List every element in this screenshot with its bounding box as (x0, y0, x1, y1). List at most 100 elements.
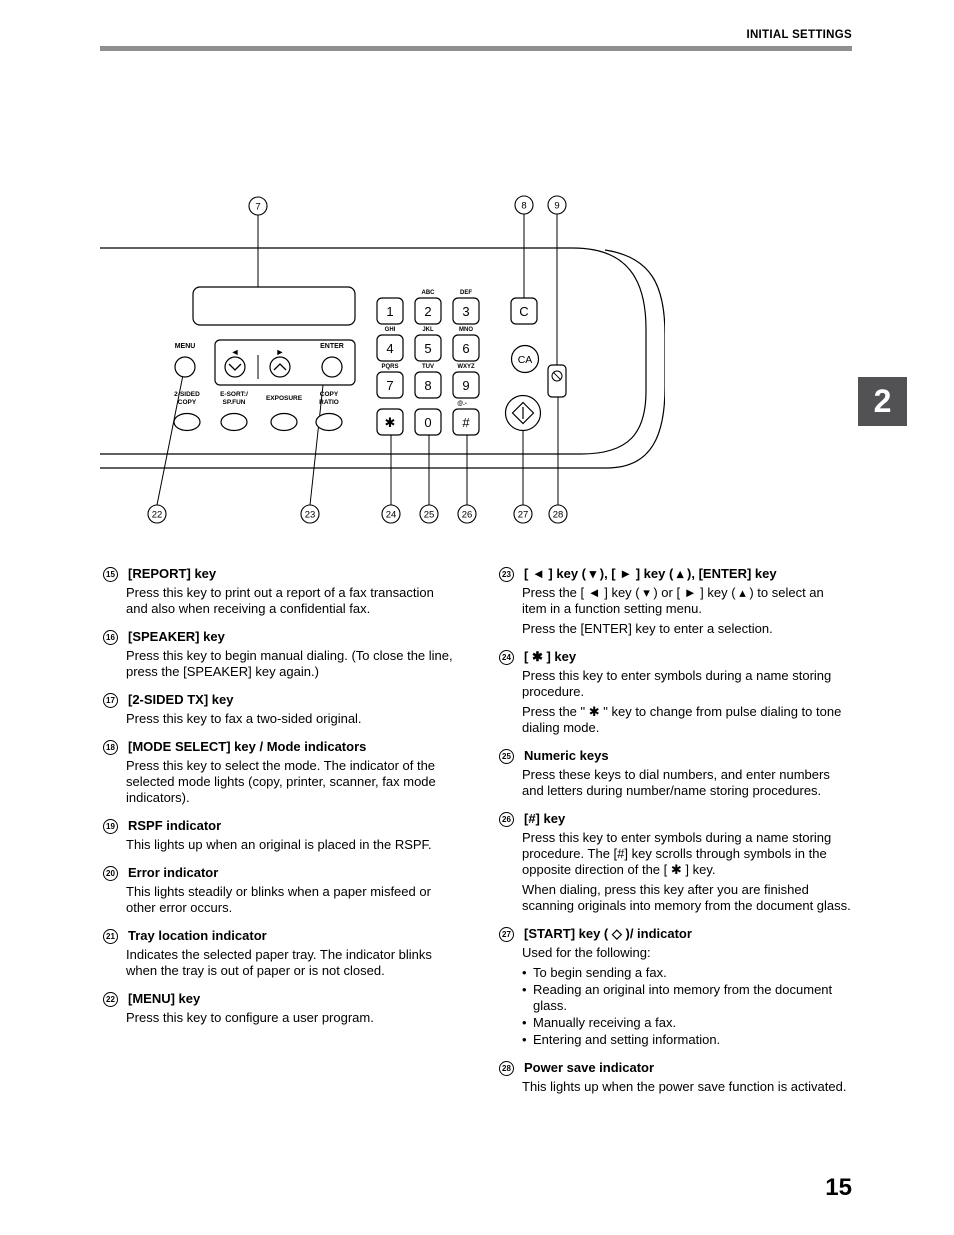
callout-leader-lines (156, 214, 559, 506)
item-mode-select-key: 18 [MODE SELECT] key / Mode indicators P… (103, 739, 455, 806)
item-title: Numeric keys (524, 748, 609, 763)
item-start-key: 27 [START] key ( ◇ )/ indicator Used for… (499, 926, 851, 1048)
item-tray-location-indicator: 21 Tray location indicator Indicates the… (103, 928, 455, 979)
item-scroll-enter-keys: 23 [ ◄ ] key ( ▾ ), [ ► ] key ( ▴ ), [EN… (499, 566, 851, 637)
mode-key-label: E-SORT:/ (220, 391, 248, 398)
callout-23-label: 23 (305, 510, 316, 521)
keypad-letters: GHI (385, 327, 396, 333)
item-body: Press the [ ◄ ] key ( ▾ ) or [ ► ] key (… (522, 585, 824, 616)
item-number-badge: 27 (499, 927, 514, 942)
item-heading: 15 [REPORT] key (103, 566, 455, 582)
callout-9 (547, 195, 567, 215)
panel-outline-outer (100, 249, 665, 469)
item-body: Press this key to begin manual dialing. … (126, 648, 453, 679)
keypad-letters: ABC (422, 290, 436, 296)
item-heading: 27 [START] key ( ◇ )/ indicator (499, 926, 851, 942)
key-9 (452, 371, 480, 399)
item-power-save-indicator: 28 Power save indicator This lights up w… (499, 1060, 851, 1095)
keypad-letters: TUV (422, 364, 434, 370)
mode-key-label: EXPOSURE (266, 395, 303, 402)
callout-7 (248, 196, 268, 216)
key-8-label: 8 (424, 378, 431, 393)
item-body: Press this key to select the mode. The i… (126, 758, 436, 805)
item-body: When dialing, press this key after you a… (522, 882, 851, 913)
callout-22 (147, 504, 167, 524)
chapter-tab: 2 (858, 377, 907, 426)
callout-25 (419, 504, 439, 524)
key-hash (452, 408, 480, 436)
key-3-label: 3 (462, 304, 469, 319)
display (192, 286, 356, 326)
item-title: [START] key ( ◇ )/ indicator (524, 926, 692, 941)
clear-all-key (510, 344, 540, 374)
item-body: Press this key to enter symbols during a… (522, 830, 832, 877)
item-heading: 25 Numeric keys (499, 748, 851, 764)
keypad-letters: MNO (459, 327, 473, 333)
callout-28-label: 28 (553, 510, 564, 521)
item-number-badge: 19 (103, 819, 118, 834)
key-0-label: 0 (424, 415, 431, 430)
key-2-label: 2 (424, 304, 431, 319)
callout-8 (514, 195, 534, 215)
e-sort-sp-fun-key (220, 412, 248, 432)
list-item: Manually receiving a fax. (522, 1015, 851, 1031)
keypad-symbols-label: @.- (457, 401, 467, 407)
callout-23 (300, 504, 320, 524)
item-number-badge: 16 (103, 630, 118, 645)
key-5 (414, 334, 442, 362)
item-body: Press these keys to dial numbers, and en… (522, 767, 830, 798)
copy-ratio-key (315, 412, 343, 432)
keypad-letters: WXYZ (457, 364, 475, 370)
item-heading: 19 RSPF indicator (103, 818, 455, 834)
item-number-badge: 15 (103, 567, 118, 582)
mode-key-label: SP.FUN (223, 399, 246, 406)
chevron-down-icon (228, 363, 242, 371)
item-speaker-key: 16 [SPEAKER] key Press this key to begin… (103, 629, 455, 680)
item-number-badge: 21 (103, 929, 118, 944)
keypad-letters: DEF (460, 290, 472, 296)
callout-27-label: 27 (518, 510, 529, 521)
keypad-letters: JKL (422, 327, 434, 333)
mode-key-label: COPY (320, 391, 339, 398)
callout-24 (381, 504, 401, 524)
mode-key-label: 2-SIDED (174, 391, 200, 398)
item-numeric-keys: 25 Numeric keys Press these keys to dial… (499, 748, 851, 799)
item-heading: 21 Tray location indicator (103, 928, 455, 944)
header-rule (100, 46, 852, 51)
item-body: Used for the following: (522, 945, 651, 960)
item-number-badge: 24 (499, 650, 514, 665)
exposure-key (270, 412, 298, 432)
item-body: Press this key to enter symbols during a… (522, 668, 832, 699)
item-body: This lights up when the power save funct… (522, 1079, 847, 1094)
key-0 (414, 408, 442, 436)
item-title: Power save indicator (524, 1060, 655, 1075)
item-hash-key: 26 [#] key Press this key to enter symbo… (499, 811, 851, 914)
enter-label: ENTER (320, 343, 344, 350)
right-arrow-icon: ► (276, 347, 285, 357)
item-heading: 24 [ ✱ ] key (499, 649, 851, 665)
callout-8-label: 8 (521, 201, 526, 212)
panel-outline-inner (100, 247, 647, 455)
menu-key (174, 356, 196, 378)
item-title: [SPEAKER] key (128, 629, 225, 644)
key-5-label: 5 (424, 341, 431, 356)
key-7 (376, 371, 404, 399)
item-title: [REPORT] key (128, 566, 217, 581)
item-error-indicator: 20 Error indicator This lights steadily … (103, 865, 455, 916)
callout-22-label: 22 (152, 510, 163, 521)
key-9-label: 9 (462, 378, 469, 393)
item-number-badge: 22 (103, 992, 118, 1007)
item-title: [#] key (524, 811, 566, 826)
key-star-label: ✱ (385, 415, 396, 430)
item-heading: 17 [2-SIDED TX] key (103, 692, 455, 708)
item-body: Press this key to print out a report of … (126, 585, 434, 616)
callout-9-label: 9 (554, 201, 559, 212)
item-number-badge: 20 (103, 866, 118, 881)
item-heading: 20 Error indicator (103, 865, 455, 881)
item-title: RSPF indicator (128, 818, 222, 833)
panel-outline (100, 247, 665, 469)
item-number-badge: 25 (499, 749, 514, 764)
page-number: 15 (825, 1174, 852, 1201)
key-star (376, 408, 404, 436)
item-title: [ ◄ ] key ( ▾ ), [ ► ] key ( ▴ ), [ENTER… (524, 566, 777, 581)
